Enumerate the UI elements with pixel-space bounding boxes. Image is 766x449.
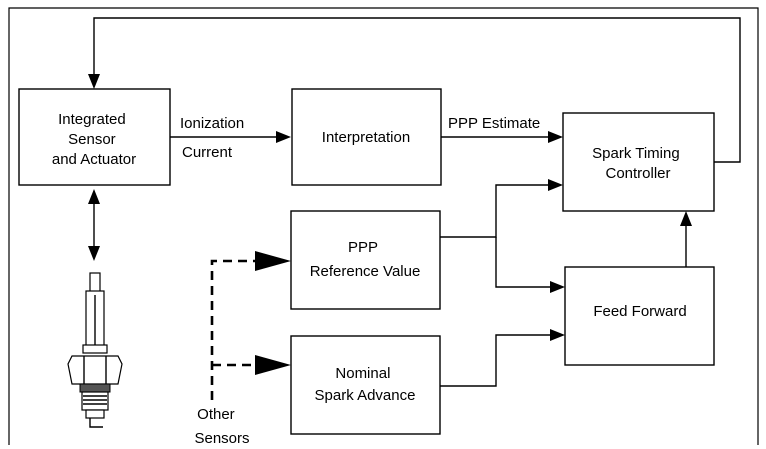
reference-to-controller-arrow <box>440 179 563 238</box>
ionization-current-arrow <box>170 131 291 143</box>
other-sensors-dashed-arrows <box>210 251 291 400</box>
interpretation-block-label: Interpretation <box>322 129 410 146</box>
sensor-block-label-1: Integrated <box>58 111 126 128</box>
sensor-actuator-block: Integrated Sensor and Actuator <box>18 88 171 186</box>
ionization-label: Ionization <box>180 115 244 132</box>
ppp-estimate-arrow <box>441 131 563 143</box>
spark-timing-controller-block: Spark Timing Controller <box>562 112 715 212</box>
feedback-arrow <box>88 17 741 163</box>
sensor-plug-bidirectional-arrow <box>88 189 100 261</box>
reference-block-label-1: PPP <box>348 239 378 256</box>
reference-block-label-2: Reference Value <box>310 263 421 280</box>
diagram-frame <box>8 7 759 445</box>
sensor-block-label-3: and Actuator <box>52 151 136 168</box>
feed-forward-block-label: Feed Forward <box>593 303 686 320</box>
svg-text:PPP Reference Value: PPP Reference Value <box>310 239 421 280</box>
svg-text:Integrated Sensor: Integrated Sensor and Actuator <box>52 111 136 168</box>
nominal-block-label-2: Spark Advance <box>315 387 416 404</box>
nominal-spark-advance-block: Nominal Spark Advance <box>290 335 441 435</box>
controller-block-label-1: Spark Timing <box>592 145 680 162</box>
sensor-block-label-2: Sensor <box>68 131 116 148</box>
spark-plug-icon <box>67 272 123 428</box>
reference-to-feedforward-arrow <box>495 237 565 293</box>
interpretation-block: Interpretation <box>291 88 442 186</box>
nominal-block-label-1: Nominal <box>335 365 390 382</box>
feedforward-to-controller-arrow <box>680 211 692 267</box>
controller-block-label-2: Controller <box>605 165 670 182</box>
other-sensors-label-2: Sensors <box>194 430 249 447</box>
current-label: Current <box>182 144 233 161</box>
ppp-estimate-label: PPP Estimate <box>448 115 540 132</box>
svg-text:Feed Forward: Feed Forward <box>593 303 686 320</box>
other-sensors-label-1: Other <box>197 406 235 423</box>
svg-text:Spark Timing Controller: Spark Timing Controller <box>592 145 684 182</box>
svg-text:Nominal Spark Advance: Nominal Spark Advance <box>315 365 416 404</box>
nominal-to-feedforward-arrow <box>440 329 565 387</box>
svg-text:Interpretation: Interpretation <box>322 129 410 146</box>
ppp-reference-block: PPP Reference Value <box>290 210 441 310</box>
other-sensors-label: Other Sensors <box>194 406 249 447</box>
feed-forward-block: Feed Forward <box>564 266 715 366</box>
